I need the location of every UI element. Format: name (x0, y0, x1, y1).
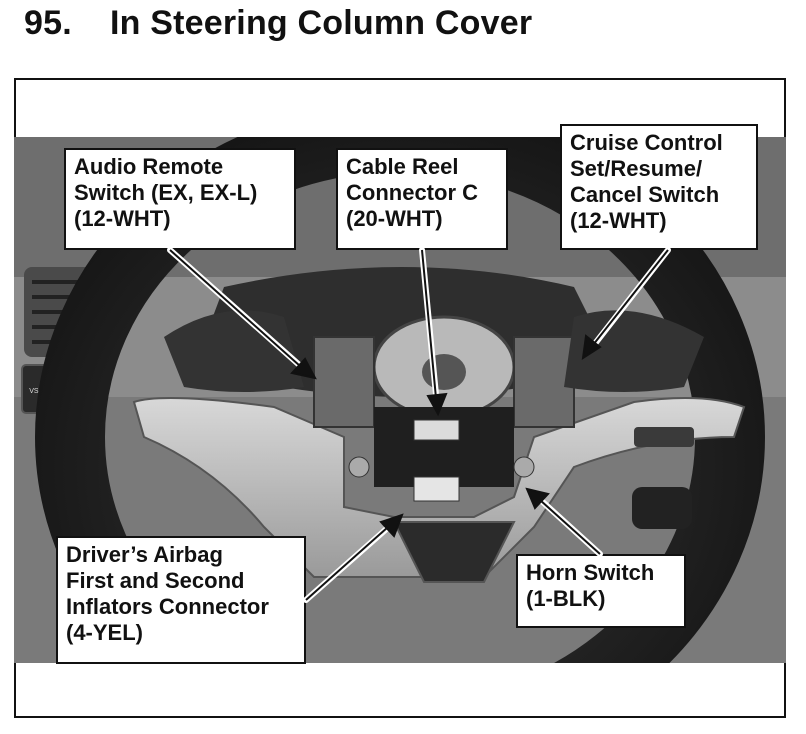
callout-cable-reel-connector: Cable Reel Connector C (20-WHT) (336, 148, 508, 250)
callout-line: First and Second (66, 568, 245, 593)
ignition-key (632, 427, 694, 529)
silver-spoke (132, 397, 746, 578)
callout-line: (20-WHT) (346, 206, 443, 231)
callout-line: (1-BLK) (526, 586, 606, 611)
callout-line: Set/Resume/ (570, 156, 703, 181)
callout-airbag-inflators-connector: Driver’s Airbag First and Second Inflato… (56, 536, 306, 664)
page-title: 95. In Steering Column Cover (24, 4, 532, 43)
callout-line: Cruise Control (570, 130, 723, 155)
callout-line: Driver’s Airbag (66, 542, 223, 567)
section-title: In Steering Column Cover (110, 4, 533, 42)
callout-line: Connector C (346, 180, 478, 205)
speaker-grille (392, 521, 516, 583)
callout-line: Inflators Connector (66, 594, 269, 619)
callout-audio-remote-switch: Audio Remote Switch (EX, EX-L) (12-WHT) (64, 148, 296, 250)
callout-line: Cable Reel (346, 154, 459, 179)
callout-line: Audio Remote (74, 154, 224, 179)
callout-horn-switch: Horn Switch (1-BLK) (516, 554, 686, 628)
callout-line: Switch (EX, EX-L) (74, 180, 258, 205)
callout-cruise-control-switch: Cruise Control Set/Resume/ Cancel Switch… (560, 124, 758, 250)
callout-line: (12-WHT) (570, 208, 667, 233)
callout-line: Horn Switch (526, 560, 655, 585)
section-number: 95. (24, 4, 72, 42)
callout-line: Cancel Switch (570, 182, 720, 207)
callout-line: (4-YEL) (66, 620, 143, 645)
callout-line: (12-WHT) (74, 206, 171, 231)
